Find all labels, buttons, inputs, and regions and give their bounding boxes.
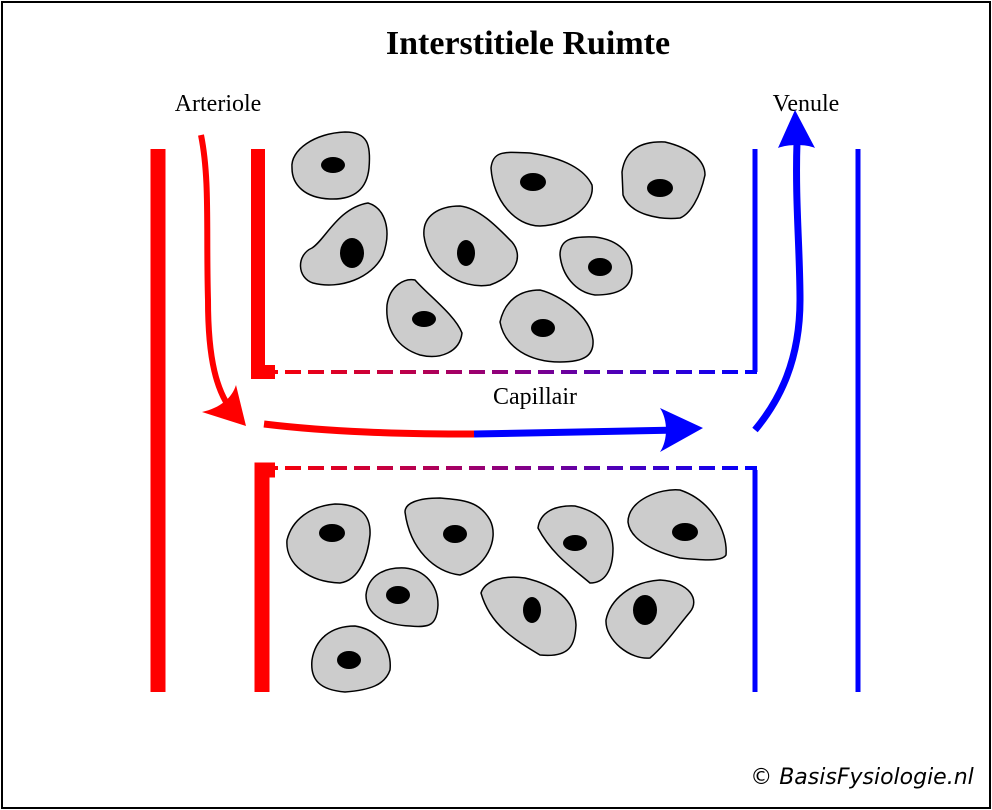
cell xyxy=(621,141,706,220)
cell xyxy=(537,505,614,584)
arteriole-inner-wall-lower xyxy=(254,462,275,692)
venous-flow-arrow xyxy=(752,141,804,433)
cell xyxy=(490,151,593,227)
nucleus xyxy=(412,311,436,327)
diagram-title: Interstitiele Ruimte xyxy=(386,25,670,62)
copyright-notice: © BasisFysiologie.nl xyxy=(750,765,974,790)
nucleus xyxy=(647,179,673,197)
cell xyxy=(286,503,371,584)
nucleus xyxy=(520,173,546,191)
cell xyxy=(299,202,388,286)
cell xyxy=(559,236,633,296)
arteriole-inner-wall-upper xyxy=(251,149,275,379)
nucleus xyxy=(531,319,555,337)
nucleus xyxy=(563,535,587,551)
capillary-label: Capillair xyxy=(493,384,577,410)
nucleus xyxy=(672,523,698,541)
nucleus xyxy=(340,238,364,268)
nucleus xyxy=(386,586,410,604)
cell xyxy=(311,625,391,693)
venule-label: Venule xyxy=(773,91,840,117)
lower-cells xyxy=(286,489,727,693)
nucleus xyxy=(457,240,475,266)
nucleus xyxy=(523,597,541,623)
cell xyxy=(404,497,494,576)
nucleus xyxy=(321,157,345,173)
nucleus xyxy=(588,258,612,276)
cell xyxy=(365,567,439,628)
capillary-arrowhead-icon xyxy=(660,408,703,452)
capillary-flow-arterial-segment xyxy=(263,420,475,438)
capillary-flow-venous-segment xyxy=(473,426,681,438)
cell xyxy=(423,205,519,287)
nucleus xyxy=(337,651,361,669)
cell xyxy=(480,576,577,657)
nucleus xyxy=(633,595,657,625)
nucleus xyxy=(443,525,467,543)
venous-arrowhead-icon xyxy=(778,110,815,148)
arteriole-label: Arteriole xyxy=(175,91,262,117)
cell xyxy=(499,289,594,363)
arterial-flow-arrow xyxy=(198,134,241,421)
nucleus xyxy=(319,524,345,542)
upper-cells xyxy=(291,131,706,363)
cell xyxy=(386,278,463,358)
cell xyxy=(627,489,727,561)
cell xyxy=(605,579,695,659)
arterial-arrowhead-icon xyxy=(202,385,246,426)
cell xyxy=(291,131,371,200)
